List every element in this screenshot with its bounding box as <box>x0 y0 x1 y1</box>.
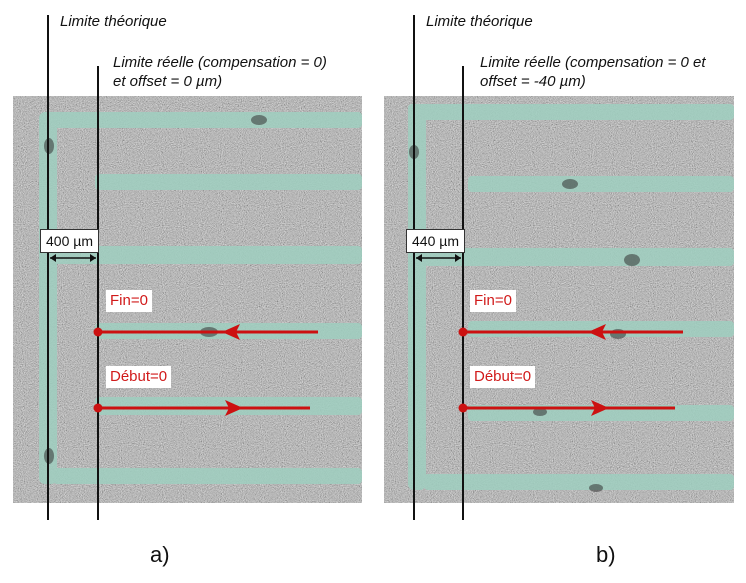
theoretical-limit-line <box>413 15 415 520</box>
end-label: Fin=0 <box>106 290 152 312</box>
caption-a: a) <box>150 542 170 567</box>
theoretical-limit-label: Limite théorique <box>60 13 167 30</box>
theoretical-limit-label: Limite théorique <box>426 13 533 30</box>
tracks-a <box>39 112 362 484</box>
end-label: Fin=0 <box>470 290 516 312</box>
real-limit-label-line2: et offset = 0 µm) <box>113 73 223 90</box>
micrograph-a <box>13 96 362 503</box>
real-limit-label-line1: Limite réelle (compensation = 0 et <box>480 54 706 71</box>
real-limit-label-line1: Limite réelle (compensation = 0) <box>113 54 327 71</box>
dimension-label: 440 µm <box>406 229 465 253</box>
theoretical-limit-line <box>47 15 49 520</box>
micrograph-a-image <box>13 96 362 503</box>
real-limit-label-line2: offset = -40 µm) <box>480 73 586 90</box>
start-label: Début=0 <box>106 366 172 388</box>
dimension-label: 400 µm <box>40 229 99 253</box>
start-label: Début=0 <box>470 366 536 388</box>
panel-a: Limite théorique Limite réelle (compensa… <box>13 13 362 567</box>
micrograph-b-image <box>384 96 734 503</box>
caption-b: b) <box>596 542 616 567</box>
real-limit-line <box>97 66 99 520</box>
tracks-b <box>408 104 734 490</box>
real-limit-line <box>462 66 464 520</box>
micrograph-b <box>384 96 734 503</box>
panel-b: Limite théorique Limite réelle (compensa… <box>373 0 746 583</box>
